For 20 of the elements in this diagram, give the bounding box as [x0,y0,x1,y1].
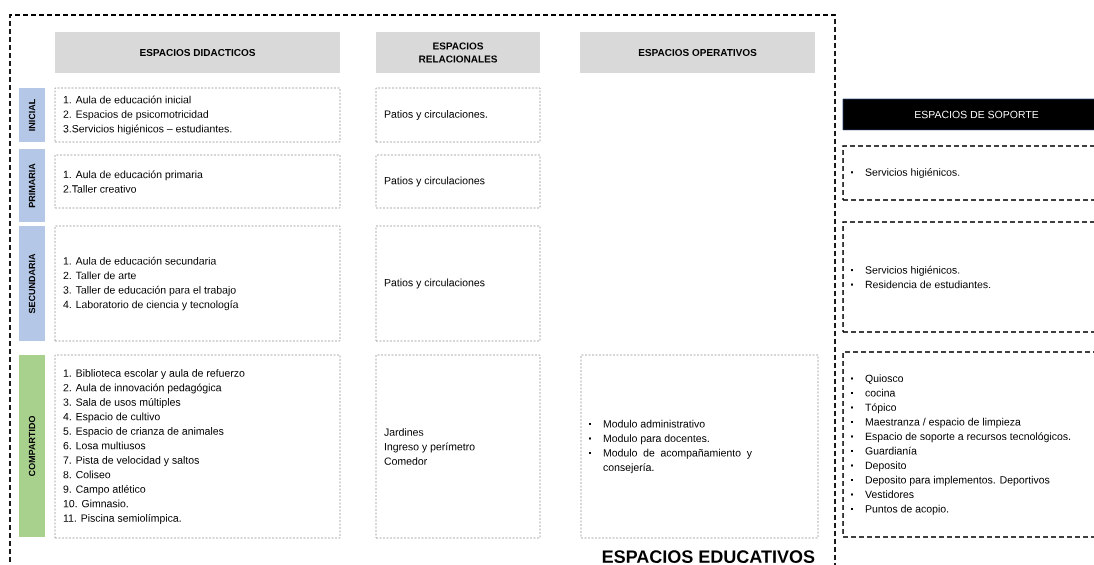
row-label: PRIMARIA [19,149,45,222]
list-box: Jardines Ingreso y perímetro Comedor [375,354,541,539]
list-box: Servicios higiénicos. [842,145,1094,201]
list-box: Patios y circulaciones [375,225,541,342]
column-header: ESPACIOS DIDACTICOS [55,32,340,73]
column-header: ESPACIOS OPERATIVOS [580,32,815,73]
list-box: Modulo administrativo Modulo para docentes. Modulo de acompañamiento y consejería. [580,354,819,539]
list-box: Quiosco cocina Tópico Maestranza / espacio de limpieza Espacio de soporte a recursos tecnológicos. Guardianía Deposito Deposito para implementos. Deportivos Vestidores Puntos de acopio. [842,351,1094,538]
row-label: SECUNDARIA [19,226,45,341]
column-header: ESPACIOS RELACIONALES [376,32,540,73]
list-box: 1. Biblioteca escolar y aula de refuerzo 2. Aula de innovación pedagógica 3. Sala de usos múltiples 4. Espacio de cultivo 5. Espacio de crianza de animales 6. Losa multiusos 7. Pista de velocidad y saltos 8. Coliseo 9. Campo atlético 10. Gimnasio. 11. Piscina semiolímpica. [54,354,341,539]
list-box: 1. Aula de educación inicial 2. Espacios de psicomotricidad 3.Servicios higiénicos – estudiantes. [54,87,341,143]
section-header: ESPACIOS DE SOPORTE [842,98,1094,131]
list-box: Patios y circulaciones. [375,87,541,143]
list-box: Patios y circulaciones [375,154,541,209]
row-label: COMPARTIDO [19,355,45,537]
row-label: INICIAL [19,88,45,142]
list-box: 1. Aula de educación primaria 2.Taller creativo [54,154,341,209]
list-box: 1. Aula de educación secundaria 2. Taller de arte 3. Taller de educación para el trabajo 4. Laboratorio de ciencia y tecnología [54,225,341,342]
list-box: Servicios higiénicos. Residencia de estudiantes. [842,221,1094,333]
